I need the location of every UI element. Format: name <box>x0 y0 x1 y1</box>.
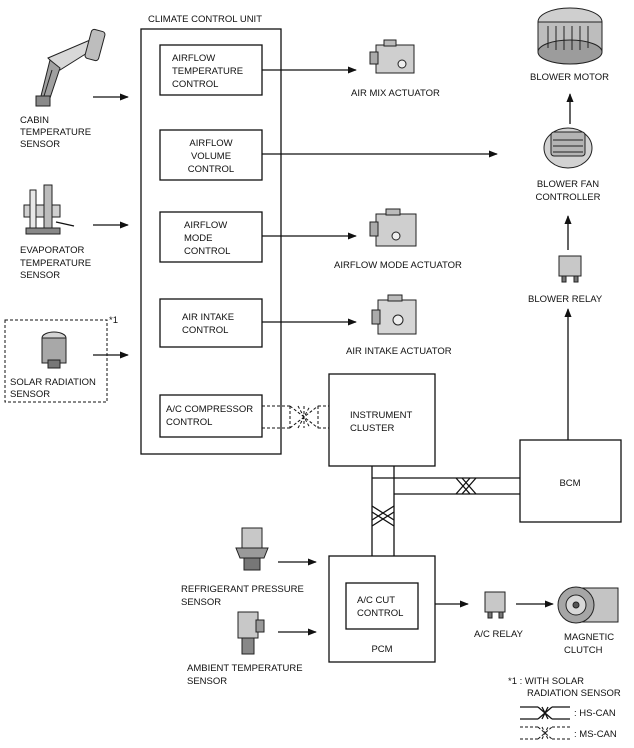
pcm: PCM A/C CUT CONTROL <box>328 555 436 663</box>
legend-ms-can-symbol <box>520 726 570 740</box>
cabin-temperature-sensor-label-1: CABIN <box>20 115 49 126</box>
climate-control-unit-title: CLIMATE CONTROL UNIT <box>148 14 262 25</box>
airflow-mode-control-label-1: AIRFLOW <box>184 220 227 231</box>
blower-fan-controller-icon <box>543 127 593 169</box>
evaporator-temperature-sensor-icon <box>23 184 75 235</box>
air-intake-control-label-1: AIR INTAKE <box>182 312 234 323</box>
airflow-mode-control-label-2: MODE <box>184 233 213 244</box>
solar-radiation-sensor-label-1: SOLAR RADIATION <box>10 377 96 388</box>
airflow-mode-actuator: AIRFLOW MODE ACTUATOR <box>334 208 462 271</box>
airflow-mode-actuator-icon <box>369 208 417 247</box>
air-mix-actuator-label: AIR MIX ACTUATOR <box>351 88 440 99</box>
ac-relay-label: A/C RELAY <box>474 629 524 640</box>
ac-relay-icon <box>484 591 506 619</box>
hs-can-bus <box>371 466 520 556</box>
evaporator-temperature-sensor: EVAPORATOR TEMPERATURE SENSOR <box>20 184 91 281</box>
legend-note-line-2: RADIATION SENSOR <box>527 688 621 699</box>
airflow-mode-control-label-3: CONTROL <box>184 246 230 257</box>
bcm: BCM <box>519 439 622 523</box>
ac-cut-control-label-1: A/C CUT <box>357 595 395 606</box>
solar-radiation-sensor-icon <box>41 331 67 369</box>
cabin-temperature-sensor-icon <box>35 28 106 107</box>
ac-compressor-control-label-2: CONTROL <box>166 417 212 428</box>
ms-can-line-climate-to-cluster <box>262 405 329 429</box>
solar-radiation-sensor-label-2: SENSOR <box>10 389 50 400</box>
evaporator-temperature-sensor-label-2: TEMPERATURE <box>20 258 91 269</box>
pcm-label: PCM <box>371 644 392 655</box>
airflow-temperature-control-label-2: TEMPERATURE <box>172 66 243 77</box>
refrigerant-pressure-sensor-label-2: SENSOR <box>181 597 221 608</box>
magnetic-clutch-icon <box>557 586 619 624</box>
legend-note-line-1: *1 : WITH SOLAR <box>508 676 584 687</box>
magnetic-clutch-label-1: MAGNETIC <box>564 632 614 643</box>
ambient-temperature-sensor-label-2: SENSOR <box>187 676 227 687</box>
ac-cut-control-box: A/C CUT CONTROL <box>345 582 419 630</box>
ac-relay: A/C RELAY <box>474 591 524 640</box>
air-mix-actuator-icon <box>369 39 415 74</box>
legend-hs-can-symbol <box>520 706 570 720</box>
blower-relay: BLOWER RELAY <box>528 255 603 305</box>
blower-motor: BLOWER MOTOR <box>530 7 609 83</box>
air-intake-actuator-icon <box>371 294 417 335</box>
solar-radiation-optional-frame <box>4 319 108 403</box>
cabin-temperature-sensor: CABIN TEMPERATURE SENSOR <box>20 28 106 150</box>
air-mix-actuator: AIR MIX ACTUATOR <box>351 39 440 99</box>
cabin-temperature-sensor-label-3: SENSOR <box>20 139 60 150</box>
legend-ms-can-label: : MS-CAN <box>574 729 617 740</box>
climate-control-unit: CLIMATE CONTROL UNIT AIRFLOW TEMPERATURE… <box>140 14 282 455</box>
airflow-temperature-control-label-3: CONTROL <box>172 79 218 90</box>
blower-motor-label: BLOWER MOTOR <box>530 72 609 83</box>
airflow-mode-control-box: AIRFLOW MODE CONTROL <box>159 211 263 263</box>
magnetic-clutch-label-2: CLUTCH <box>564 645 603 656</box>
blower-fan-controller: BLOWER FAN CONTROLLER <box>536 127 601 203</box>
airflow-temperature-control-box: AIRFLOW TEMPERATURE CONTROL <box>159 44 263 96</box>
airflow-volume-control-box: AIRFLOW VOLUME CONTROL <box>159 129 263 181</box>
airflow-temperature-control-label-1: AIRFLOW <box>172 53 215 64</box>
solar-radiation-note-mark: *1 <box>109 315 118 326</box>
magnetic-clutch: MAGNETIC CLUTCH <box>557 586 619 656</box>
instrument-cluster-label-2: CLUSTER <box>350 423 394 434</box>
refrigerant-pressure-sensor: REFRIGERANT PRESSURE SENSOR <box>181 527 304 608</box>
ac-compressor-control-label-1: A/C COMPRESSOR <box>166 404 253 415</box>
solar-radiation-sensor: *1 SOLAR RADIATION SENSOR <box>4 315 118 403</box>
ambient-temperature-sensor: AMBIENT TEMPERATURE SENSOR <box>187 611 303 687</box>
ac-cut-control-label-2: CONTROL <box>357 608 403 619</box>
instrument-cluster-label-1: INSTRUMENT <box>350 410 412 421</box>
refrigerant-pressure-sensor-label-1: REFRIGERANT PRESSURE <box>181 584 304 595</box>
air-intake-actuator: AIR INTAKE ACTUATOR <box>346 294 452 357</box>
refrigerant-pressure-sensor-icon <box>235 527 269 571</box>
cabin-temperature-sensor-label-2: TEMPERATURE <box>20 127 91 138</box>
ambient-temperature-sensor-icon <box>237 611 265 655</box>
bcm-label: BCM <box>559 478 580 489</box>
ac-compressor-control-box: A/C COMPRESSOR CONTROL <box>159 394 263 438</box>
air-intake-actuator-label: AIR INTAKE ACTUATOR <box>346 346 452 357</box>
airflow-mode-actuator-label: AIRFLOW MODE ACTUATOR <box>334 260 462 271</box>
airflow-volume-control-label-3: CONTROL <box>188 164 234 175</box>
legend: *1 : WITH SOLAR RADIATION SENSOR : HS-CA… <box>508 676 621 740</box>
evaporator-temperature-sensor-label-1: EVAPORATOR <box>20 245 85 256</box>
air-intake-control-box: AIR INTAKE CONTROL <box>159 298 263 348</box>
blower-fan-controller-label-1: BLOWER FAN <box>537 179 599 190</box>
airflow-volume-control-label-1: AIRFLOW <box>189 138 232 149</box>
blower-motor-icon <box>537 7 603 65</box>
instrument-cluster: INSTRUMENT CLUSTER <box>328 373 436 467</box>
evaporator-temperature-sensor-label-3: SENSOR <box>20 270 60 281</box>
air-intake-control-label-2: CONTROL <box>182 325 228 336</box>
blower-relay-icon <box>558 255 582 283</box>
blower-fan-controller-label-2: CONTROLLER <box>536 192 601 203</box>
legend-hs-can-label: : HS-CAN <box>574 708 616 719</box>
airflow-volume-control-label-2: VOLUME <box>191 151 231 162</box>
ambient-temperature-sensor-label-1: AMBIENT TEMPERATURE <box>187 663 303 674</box>
blower-relay-label: BLOWER RELAY <box>528 294 603 305</box>
